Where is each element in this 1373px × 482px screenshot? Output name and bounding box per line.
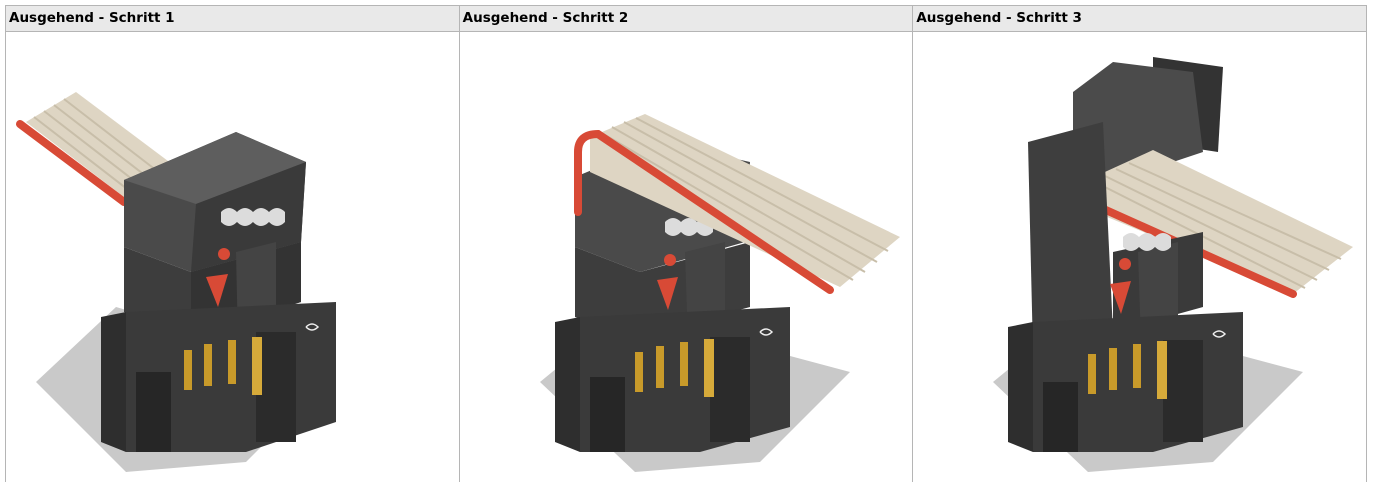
step-1-header: Ausgehend - Schritt 1	[6, 6, 460, 32]
steps-table: Ausgehend - Schritt 1 Ausgehend - Schrit…	[5, 5, 1367, 482]
step-2-header: Ausgehend - Schritt 2	[459, 6, 913, 32]
image-row	[6, 32, 1367, 482]
header-row: Ausgehend - Schritt 1 Ausgehend - Schrit…	[6, 6, 1367, 32]
step-2-image	[460, 32, 913, 482]
step-3-image	[913, 32, 1366, 482]
step-1-cell	[6, 32, 460, 482]
step-3-cell	[913, 32, 1367, 482]
step-2-cell	[459, 32, 913, 482]
step-3-header: Ausgehend - Schritt 3	[913, 6, 1367, 32]
step-1-image	[6, 32, 459, 482]
steps-table-wrapper: Ausgehend - Schritt 1 Ausgehend - Schrit…	[5, 5, 1367, 481]
